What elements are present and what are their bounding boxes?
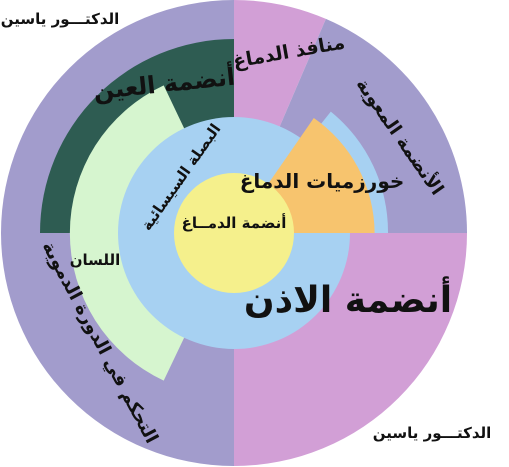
label-tongue: اللسان [70,251,121,269]
core-circle [174,173,294,293]
label-brain-algorithms-text: خورزميات الدماغ [240,169,405,193]
signature-top: الدكتـــور ياسين [1,10,120,28]
label-brain-algorithms: خورزميات الدماغ [240,169,405,193]
label-ear-systems: أنضمة الاذن [244,276,452,321]
label-brain-core: أنضمة الدمــاغ [182,213,287,232]
signature-bottom: الدكتـــور ياسين [373,424,492,442]
